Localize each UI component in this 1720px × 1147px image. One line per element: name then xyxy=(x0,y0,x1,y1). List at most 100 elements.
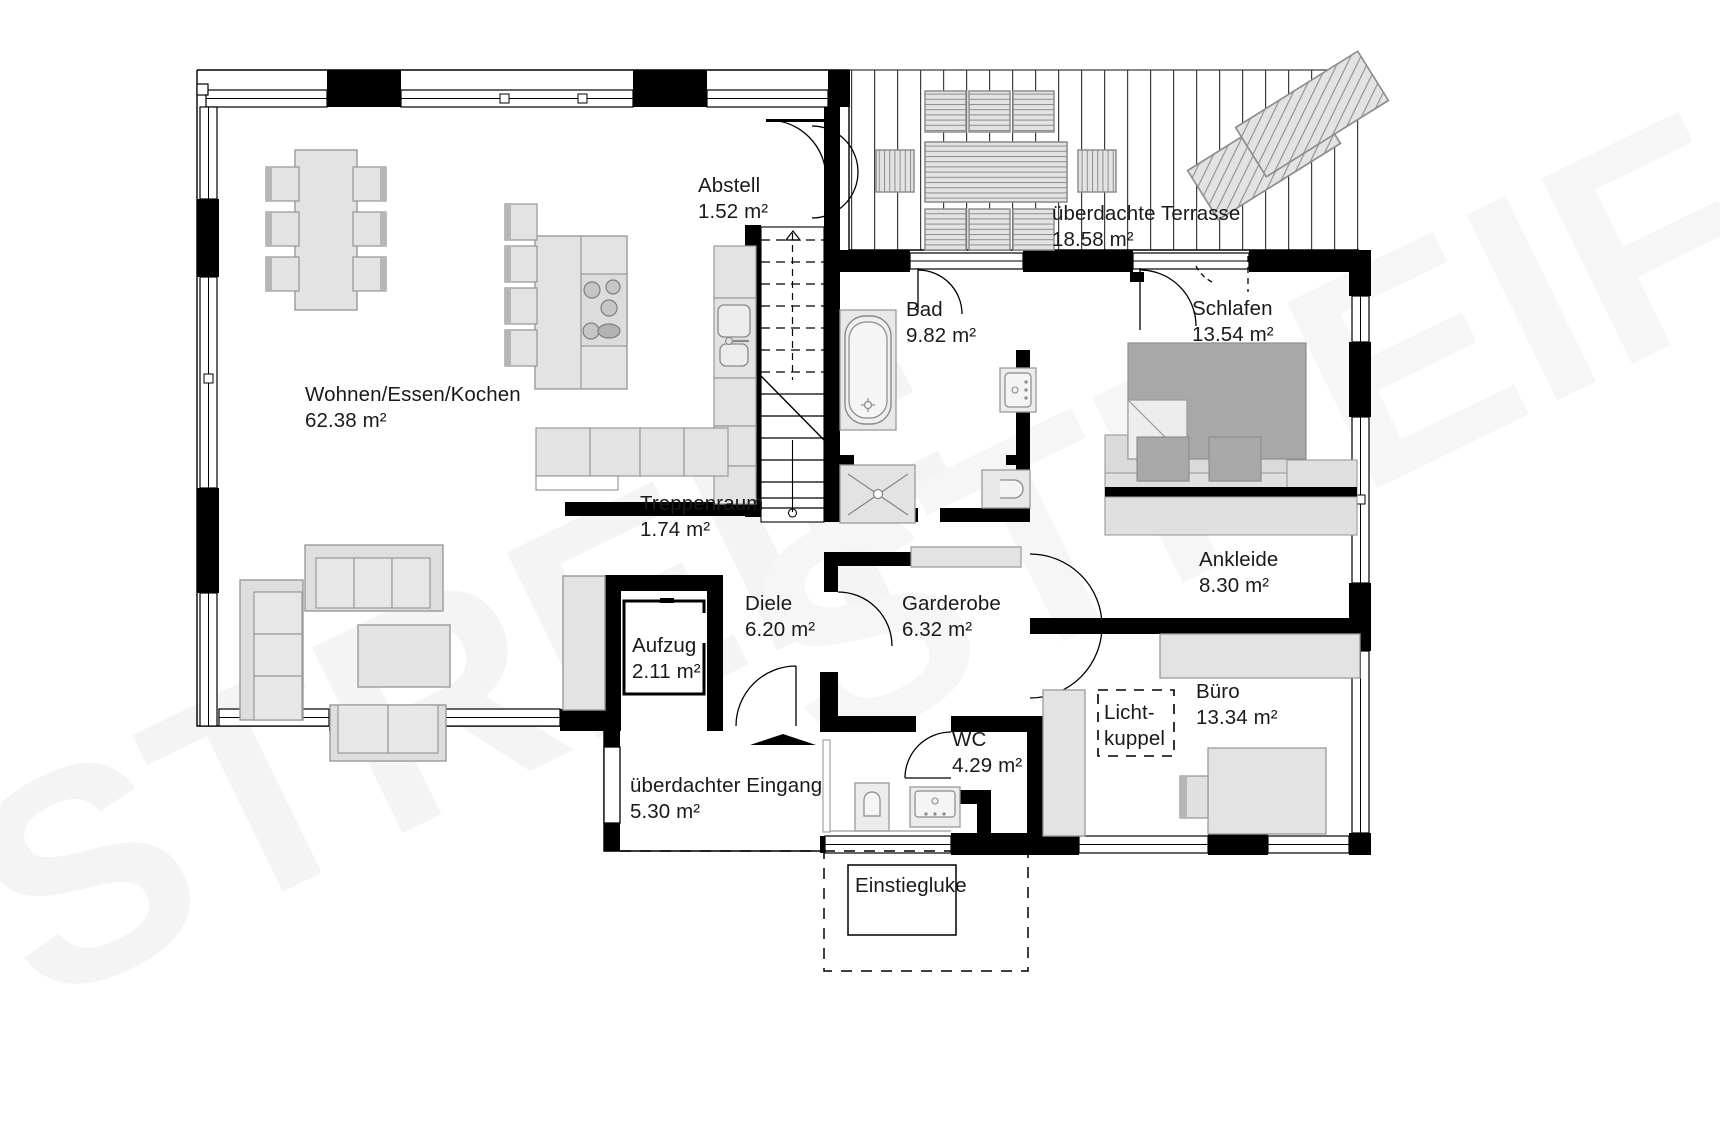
window-band xyxy=(199,592,218,727)
cabinet xyxy=(1042,689,1086,837)
wall-segment xyxy=(1006,455,1030,465)
wall-pier xyxy=(197,488,219,593)
room-name: WC xyxy=(952,728,987,751)
wall-segment xyxy=(1027,716,1043,853)
einstiegluke xyxy=(823,850,1029,972)
room-area: 4.29 m² xyxy=(952,754,1023,777)
wall-segment xyxy=(824,455,854,465)
window-band xyxy=(438,708,561,727)
room-label-buero: Büro 13.34 m² xyxy=(1196,679,1278,731)
room-area: 5.30 m² xyxy=(630,800,701,823)
wall-segment xyxy=(1130,272,1144,282)
room-area: 6.20 m² xyxy=(745,618,816,641)
wall-segment xyxy=(1030,618,1046,634)
window-band xyxy=(199,106,218,200)
wall-pier xyxy=(327,70,401,107)
annotation-einstiegluke: Einstiegluke xyxy=(855,873,967,899)
room-label-eingang: überdachter Eingang 5.30 m² xyxy=(630,773,822,825)
window-band xyxy=(824,835,952,854)
einstiegluke-label: Einstiegluke xyxy=(855,874,967,897)
wardrobe xyxy=(1104,496,1358,536)
wall-segment xyxy=(951,716,1041,732)
pillow xyxy=(1136,436,1190,482)
window-band xyxy=(1351,295,1370,343)
room-name: überdachter Eingang xyxy=(630,774,823,797)
window-band xyxy=(1351,650,1370,834)
window-band xyxy=(1267,835,1350,854)
bar-stool xyxy=(504,203,538,367)
room-name: überdachte Terrasse xyxy=(1052,202,1241,225)
wall-segment xyxy=(977,790,991,840)
wall-pier xyxy=(633,70,707,107)
wall-pier xyxy=(1349,250,1371,296)
window-band xyxy=(909,252,1024,270)
furniture-wc xyxy=(822,739,961,833)
furniture-dining xyxy=(265,149,387,311)
room-area: 9.82 m² xyxy=(906,324,977,347)
furniture-garderobe xyxy=(910,546,1022,568)
room-area: 13.54 m² xyxy=(1192,323,1274,346)
window-band xyxy=(1078,835,1209,854)
wall-right xyxy=(1349,250,1371,834)
wall-segment xyxy=(820,672,836,732)
room-label-garderobe: Garderobe 6.32 m² xyxy=(902,591,1001,643)
media-unit xyxy=(562,575,606,711)
wall-segment xyxy=(1030,618,1362,634)
wall-pier xyxy=(1349,342,1371,417)
furniture-office xyxy=(1042,633,1361,837)
room-area: 18.58 m² xyxy=(1052,228,1134,251)
room-area: 8.30 m² xyxy=(1199,574,1270,597)
elevator-shaft xyxy=(605,575,723,731)
wall-segment xyxy=(824,552,838,592)
room-area: 1.74 m² xyxy=(640,518,711,541)
staircase xyxy=(760,226,825,523)
dining-chair xyxy=(352,166,387,292)
coat-rack xyxy=(910,546,1022,568)
wall-segment xyxy=(565,502,761,516)
furniture-bath xyxy=(839,309,1037,524)
coffee-table xyxy=(357,624,451,688)
wall-pier xyxy=(1208,833,1268,855)
wall-segment xyxy=(824,107,840,227)
room-name: Treppenraum xyxy=(640,492,764,515)
room-name: Bad xyxy=(906,298,943,321)
lichtkuppel-line2: kuppel xyxy=(1104,727,1166,750)
room-name: Abstell xyxy=(698,174,761,197)
kitchen-run-vertical xyxy=(713,245,757,505)
pillow xyxy=(1208,436,1262,482)
wall-top xyxy=(196,70,850,108)
kitchen-run-horizontal xyxy=(535,427,729,491)
terrace-chair xyxy=(875,90,1117,251)
wall-segment xyxy=(838,552,930,566)
room-name: Ankleide xyxy=(1199,548,1279,571)
room-name: Büro xyxy=(1196,680,1240,703)
room-label-abstell: Abstell 1.52 m² xyxy=(698,173,768,225)
room-label-wc: WC 4.29 m² xyxy=(952,727,1022,779)
terrace-table xyxy=(924,141,1068,203)
wall-segment xyxy=(940,508,1030,522)
sun-lounger xyxy=(1186,50,1390,221)
room-area: 1.52 m² xyxy=(698,200,769,223)
window-band xyxy=(1132,252,1250,270)
furniture-terrace xyxy=(875,50,1390,251)
room-label-treppenraum: Treppenraum 1.74 m² xyxy=(640,491,763,543)
desk xyxy=(1207,747,1327,835)
room-label-schlafen: Schlafen 13.54 m² xyxy=(1192,296,1274,348)
wall-pier xyxy=(604,823,620,851)
room-name: Garderobe xyxy=(902,592,1001,615)
room-area: 6.32 m² xyxy=(902,618,973,641)
room-area: 13.34 m² xyxy=(1196,706,1278,729)
room-name: Schlafen xyxy=(1192,297,1273,320)
room-area: 2.11 m² xyxy=(632,660,701,683)
wall-pier xyxy=(828,70,850,107)
entrance-direction-arrow xyxy=(750,734,816,745)
furniture-living xyxy=(239,544,606,762)
annotation-lichtkuppel: Licht-kuppel xyxy=(1104,700,1165,752)
room-label-bad: Bad 9.82 m² xyxy=(906,297,976,349)
wall-terrace-inner xyxy=(838,250,1349,272)
cooktop-burners xyxy=(582,279,621,340)
